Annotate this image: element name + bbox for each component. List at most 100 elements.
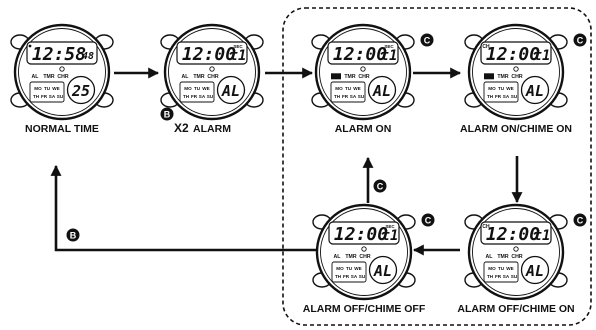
day-label-su: SU [358,94,365,99]
mode-label-chr: CHR [511,74,522,80]
day-label-mo: MO [488,266,496,271]
day-label-we: WE [506,86,513,91]
watch-bezel [163,23,261,121]
pm-indicator-icon [28,44,32,48]
day-label-we: WE [353,86,360,91]
button-letter: B [164,109,171,119]
lcd-main-time: 12:00 [182,44,236,65]
flow-arrows [50,67,523,256]
mode-label-chr: CHR [359,254,370,260]
alarm-on-indicator-icon [484,73,494,80]
mode-label-tmr: TMR [193,74,204,80]
sub-display-circle [66,75,96,105]
button-dot-icon [160,107,174,121]
day-label-su: SU [511,94,518,99]
day-label-th: TH [334,94,341,99]
sensor-dot-icon [59,66,65,72]
day-label-fr: FR [41,94,48,99]
lcd-main-time: 12:00 [333,44,387,65]
sensor-dot-icon [513,66,519,72]
lcd-seconds: t1 [381,48,398,64]
sub-display-value: AL [372,82,391,100]
sub-display-circle [520,75,550,105]
sub-display-value: AL [373,262,392,280]
day-label-fr: FR [495,94,502,99]
caption-alarm: ALARM [193,123,231,135]
day-label-sa: SA [49,94,56,99]
day-label-fr: FR [495,274,502,279]
lcd-seconds: t1 [230,48,247,64]
mode-label-al: AL [32,74,40,80]
day-label-fr: FR [343,274,350,279]
press-multiplier: X2 [174,121,189,135]
mode-label-al: AL [182,74,190,80]
sensor-dot-icon [209,66,215,72]
day-label-mo: MO [488,86,496,91]
watch-inner-ring [18,28,106,116]
button-c-indicator-alarm-off-chime-on: C [573,213,587,227]
lcd-upper-panel [327,41,399,65]
lcd-sec-label: SEC [233,44,243,49]
days-panel [331,261,367,283]
day-label-tu: TU [498,266,505,271]
day-label-tu: TU [345,86,352,91]
button-dot-icon [573,33,587,47]
button-dot-icon [420,33,434,47]
mode-label-tmr: TMR [344,74,355,80]
lcd-main-time: 12:00 [486,44,540,65]
button-b-indicator-return: B [66,228,80,242]
day-label-th: TH [335,274,342,279]
mode-label-chr: CHR [511,254,522,260]
lcd-chime-indicator: CH [482,224,490,230]
day-label-tu: TU [44,86,51,91]
lcd-sec-label: SEC [384,44,394,49]
button-c-indicator-alarm-off-chime-off: C [421,213,435,227]
day-label-we: WE [354,266,361,271]
lcd-seconds: 48 [82,51,94,62]
day-label-sa: SA [503,94,510,99]
sub-display-circle [216,75,246,105]
day-label-su: SU [57,94,64,99]
sensor-dot-icon [360,66,366,72]
lcd-seconds: t1 [382,228,399,244]
mode-label-tmr: TMR [345,254,356,260]
button-dot-icon [573,213,587,227]
lcd-main-time: 12:00 [486,224,540,245]
button-letter: C [425,215,432,225]
day-label-we: WE [52,86,59,91]
day-label-mo: MO [336,266,344,271]
watch-inner-ring [472,208,560,296]
day-label-fr: FR [191,94,198,99]
alarm-on-indicator-icon [331,73,341,80]
sub-display-value: AL [221,82,240,100]
sub-display-circle [367,75,397,105]
button-letter: C [424,35,431,45]
day-label-tu: TU [194,86,201,91]
button-c-indicator-vertical: C [373,179,387,193]
day-label-we: WE [506,266,513,271]
lcd-upper-panel [480,221,552,245]
sensor-dot-icon [513,246,519,252]
mode-label-al: AL [334,254,342,260]
lcd-seconds: t1 [534,228,551,244]
day-label-tu: TU [346,266,353,271]
lcd-upper-panel [480,41,552,65]
caption-alarm-off-chime-off: ALARM OFF/CHIME OFF [303,303,426,315]
day-label-su: SU [359,274,366,279]
sub-display-value: AL [525,262,544,280]
button-letter: C [577,35,584,45]
day-label-su: SU [207,94,214,99]
sensor-dot-icon [361,246,367,252]
button-c-indicator-alarm-on: C [420,33,434,47]
lcd-upper-panel [26,41,98,65]
lcd-chime-indicator: CH [482,44,490,50]
caption-alarm-off-chime-on: ALARM OFF/CHIME ON [457,303,574,315]
day-label-sa: SA [503,274,510,279]
day-label-we: WE [202,86,209,91]
